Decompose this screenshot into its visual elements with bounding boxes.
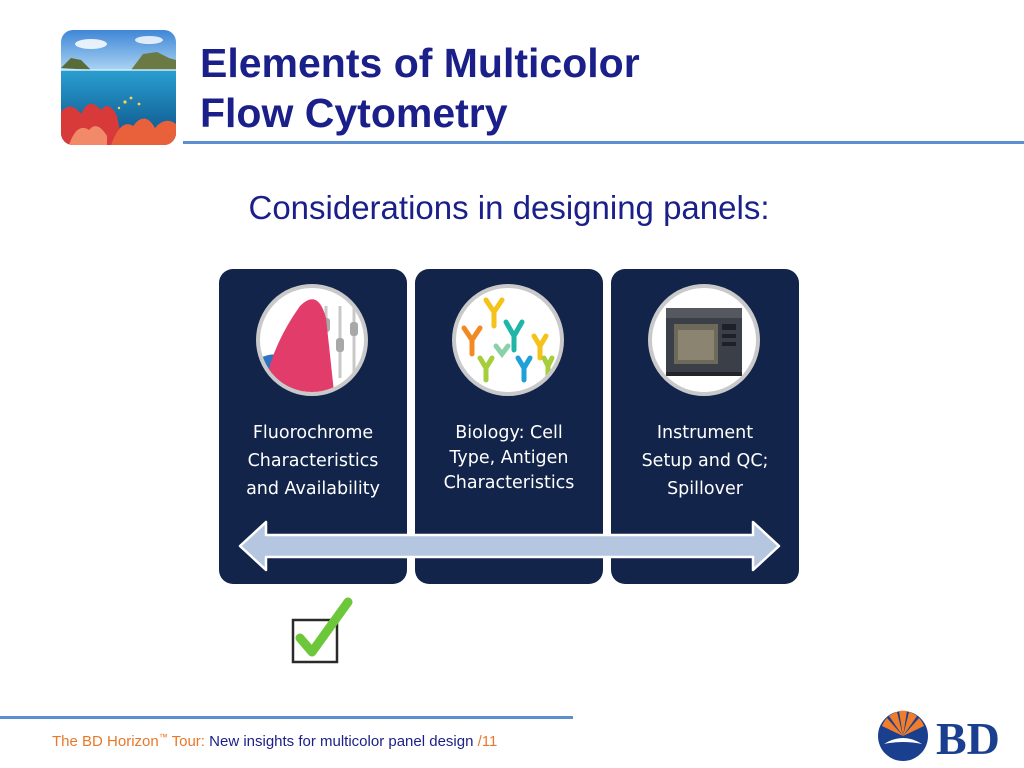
flow-cytometer-instrument-icon	[648, 284, 760, 396]
panel-fluorochrome-text: Fluorochrome Characteristics and Availab…	[231, 419, 395, 503]
panel-instrument-text: Instrument Setup and QC; Spillover	[623, 419, 787, 503]
panel-text-line: Characteristics	[247, 451, 379, 471]
title-divider	[183, 141, 1024, 144]
bd-logo-icon: BD	[876, 704, 1016, 764]
slide-title-line-1: Elements of Multicolor	[200, 40, 640, 86]
panel-biology: Biology: Cell Type, Antigen Characterist…	[415, 269, 603, 584]
ocean-reef-thumbnail	[61, 30, 176, 145]
slide-subtitle: Considerations in designing panels:	[248, 189, 770, 226]
fluorochrome-spectrum-icon	[256, 284, 368, 396]
double-headed-arrow-icon	[238, 520, 781, 572]
slide-title-line-2: Flow Cytometry	[200, 90, 508, 136]
checkbox-checked-icon	[291, 597, 353, 664]
panel-text-line: Biology: Cell	[455, 423, 563, 443]
panel-text-line: Type, Antigen	[449, 448, 569, 468]
panel-fluorochrome: Fluorochrome Characteristics and Availab…	[219, 269, 407, 584]
footer-page-number: /11	[473, 733, 498, 750]
panel-text-line: Instrument	[656, 423, 754, 443]
bd-logo-text: BD	[936, 713, 1000, 764]
footer-brand: The BD Horizon	[52, 733, 159, 750]
slide-title: Elements of Multicolor Flow Cytometry	[200, 38, 800, 138]
antibody-icon	[452, 284, 564, 396]
panel-text-line: Fluorochrome	[252, 423, 374, 443]
panel-text-line: Spillover	[667, 479, 743, 499]
footer-trademark: ™	[158, 732, 168, 742]
panel-biology-text: Biology: Cell Type, Antigen Characterist…	[427, 421, 591, 496]
footer-description: New insights for multicolor panel design	[209, 733, 474, 750]
panel-text-line: Characteristics	[443, 473, 575, 493]
footer-divider	[0, 716, 573, 719]
footer-text: The BD Horizon™ Tour: New insights for m…	[52, 727, 612, 752]
footer-tour: Tour:	[167, 733, 210, 750]
panel-text-line: and Availability	[246, 479, 380, 499]
panel-instrument: Instrument Setup and QC; Spillover	[611, 269, 799, 584]
panel-text-line: Setup and QC;	[641, 451, 769, 471]
